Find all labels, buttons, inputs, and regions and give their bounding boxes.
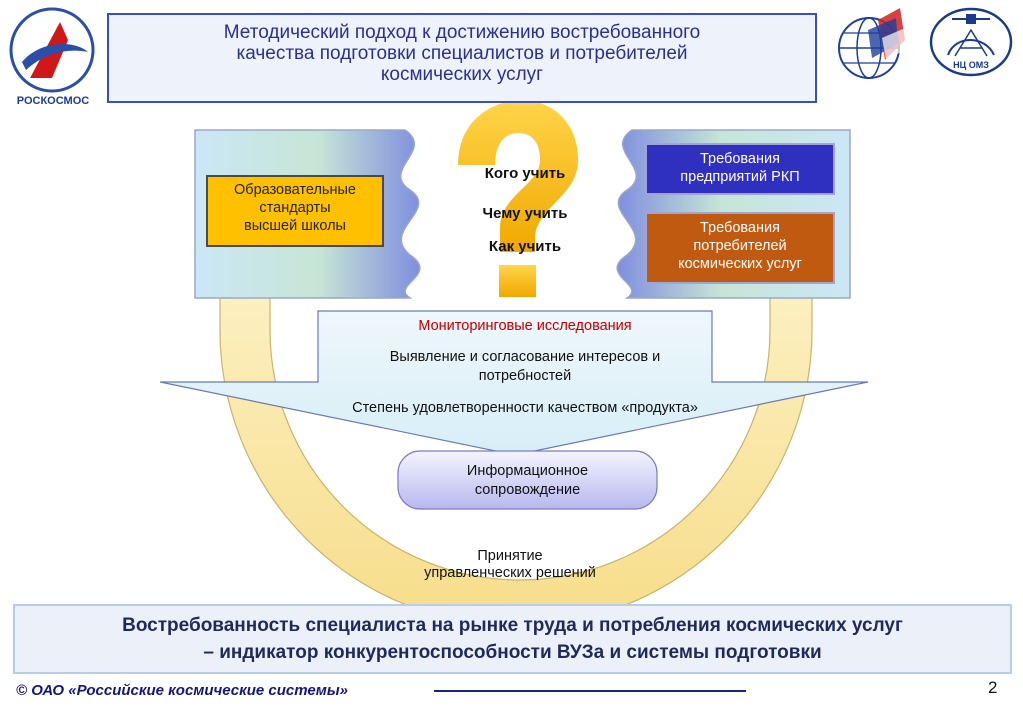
education-standards-label: Образовательные стандарты высшей школы — [206, 181, 384, 235]
edu-line-3: высшей школы — [244, 218, 346, 234]
cons-line-1: Требования — [700, 220, 780, 236]
monitoring-title: Мониторинговые исследования — [418, 318, 632, 334]
conclusion-box — [13, 604, 1012, 674]
omz-logo-icon — [929, 7, 1013, 77]
edu-line-2: стандарты — [259, 200, 331, 216]
question-mark-icon — [458, 100, 578, 297]
title-box — [107, 13, 817, 103]
monitoring-line-2: Степень удовлетворенности качеством «про… — [352, 400, 698, 416]
title-line-1: Методический подход к достижению востреб… — [223, 22, 701, 43]
title-line-3: космических услуг — [380, 64, 544, 85]
info-line-2: сопровождение — [474, 482, 581, 498]
omz-label: НЦ ОМЗ — [953, 60, 989, 70]
monitoring-arrow — [159, 310, 869, 456]
roscosmos-logo-icon — [9, 7, 95, 93]
cycle-ring — [219, 239, 813, 627]
globe-logo-icon — [838, 8, 905, 79]
rkp-requirements-label: Требования предприятий РКП — [645, 150, 835, 186]
cons-line-3: космических услуг — [678, 256, 802, 272]
title-line-2: качества подготовки специалистов и потре… — [236, 43, 688, 64]
roscosmos-label: РОСКОСМОС — [16, 95, 90, 107]
question-what: Чему учить — [482, 205, 568, 222]
monitoring-line-1a: Выявление и согласование интересов и — [389, 349, 661, 365]
conclusion-line-1: Востребованность специалиста на рынке тр… — [122, 615, 903, 636]
edu-line-1: Образовательные — [234, 182, 356, 198]
decision-line-1: Принятие — [477, 548, 543, 564]
decision-label: Принятие управленческих решений — [390, 548, 630, 582]
info-support-label: Информационное сопровождение — [400, 462, 655, 500]
consumer-requirements-box — [645, 212, 835, 284]
conclusion-line-2: – индикатор конкурентоспособности ВУЗа и… — [203, 642, 822, 663]
consumer-requirements-label: Требования потребителей космических услу… — [645, 219, 835, 273]
rkp-line-2: предприятий РКП — [680, 169, 800, 185]
question-how: Как учить — [488, 238, 562, 255]
monitoring-line-1: Выявление и согласование интересов и пот… — [320, 348, 730, 386]
info-line-1: Информационное — [466, 463, 589, 479]
question-who: Кого учить — [484, 165, 566, 182]
info-pill — [397, 450, 658, 510]
rkp-line-1: Требования — [700, 151, 780, 167]
cons-line-2: потребителей — [693, 238, 787, 254]
footer-divider — [434, 690, 746, 692]
monitoring-line-1b: потребностей — [478, 368, 572, 384]
page-number: 2 — [988, 678, 998, 697]
conclusion-text: Востребованность специалиста на рынке тр… — [13, 612, 1012, 666]
decision-line-2: управленческих решений — [424, 565, 596, 581]
rkp-requirements-box — [645, 143, 835, 195]
education-standards-box — [206, 175, 384, 247]
footer-copyright: © ОАО «Российские космические системы» — [16, 682, 349, 699]
page-title: Методический подход к достижению востреб… — [107, 22, 817, 85]
